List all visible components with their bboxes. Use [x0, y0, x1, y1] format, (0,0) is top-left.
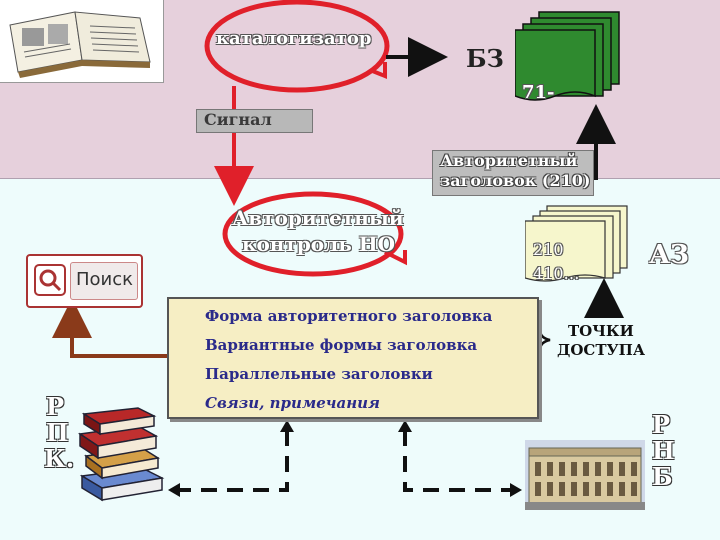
rnb-letter-2: Н: [652, 436, 675, 465]
signal-label: Сигнал: [204, 110, 272, 129]
books-stack-image: [77, 407, 165, 502]
form-field-heading: Форма авторитетного заголовка: [205, 307, 493, 325]
dashed-arrow-right: [403, 430, 512, 492]
rnb-letter-3: Б: [652, 462, 673, 491]
dashed-arrow-left: [170, 430, 289, 492]
az-card-stack: [525, 205, 628, 282]
signal-box: [196, 109, 313, 133]
rnb-letter-1: Р: [652, 410, 671, 439]
open-book-image: [0, 0, 164, 83]
bz-number: 71-: [522, 82, 555, 103]
authority-heading-line1: Авторитетный: [440, 151, 578, 170]
library-building-image: [525, 440, 645, 510]
bz-card-stack: [515, 11, 620, 101]
authority-control-line2: контроль НО: [242, 232, 396, 256]
az-label: АЗ: [649, 240, 689, 270]
authority-record-box: Форма авторитетного заголовка Вариантные…: [167, 297, 539, 419]
form-field-links: Связи, примечания: [205, 394, 380, 412]
brace: [524, 298, 551, 384]
bz-label: БЗ: [466, 44, 504, 73]
search-button[interactable]: Поиск: [26, 254, 143, 308]
search-button-label: Поиск: [76, 269, 134, 290]
rpk-letter-2: П: [46, 418, 69, 447]
rpk-letter-1: Р: [46, 392, 65, 421]
access-points-line2: ДОСТУПА: [557, 341, 646, 359]
cataloger-callout-outline: [204, 0, 390, 93]
form-field-variant: Вариантные формы заголовка: [205, 336, 478, 354]
authority-heading-box: [432, 150, 594, 196]
cataloger-label: каталогизатор: [216, 28, 372, 49]
magnifier-icon: [34, 264, 66, 296]
rpk-letter-3: К.: [44, 444, 75, 473]
authority-heading-line2: заголовок (210): [440, 171, 591, 190]
az-number-2: 410…: [533, 264, 580, 283]
access-points-line1: ТОЧКИ: [568, 322, 634, 340]
az-number-1: 210: [533, 240, 564, 259]
brown-arrow-to-search: [52, 298, 167, 358]
authority-control-outline: [222, 191, 407, 277]
form-field-parallel: Параллельные заголовки: [205, 365, 433, 383]
authority-control-line1: Авторитетный: [232, 206, 404, 230]
